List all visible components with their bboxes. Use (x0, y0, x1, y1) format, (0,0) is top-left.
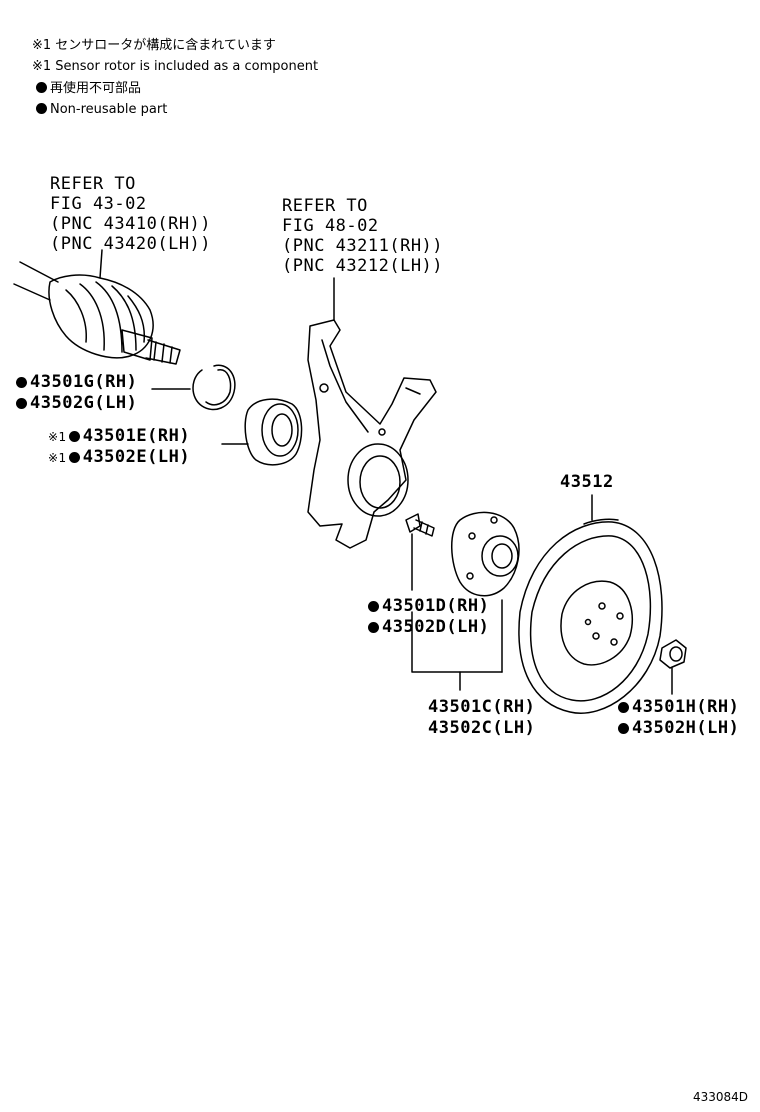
part-label-43501d[interactable]: 43501D(RH) (368, 596, 489, 616)
ref-knuckle-line: (PNC 43212(LH)) (282, 256, 444, 276)
non-reusable-bullet-icon (68, 431, 80, 442)
part-number: 43502D(LH) (382, 617, 490, 637)
note-non-reusable-jp-text: 再使用不可部品 (50, 81, 142, 96)
ref-knuckle-line: FIG 48-02 (282, 216, 379, 236)
part-number: 43501D(RH) (382, 596, 490, 616)
part-label-43502e[interactable]: ※1 43502E(LH) (48, 447, 190, 468)
part-number: 43502G(LH) (30, 393, 138, 413)
non-reusable-bullet-icon (36, 82, 47, 93)
ref-knuckle-line: REFER TO (282, 196, 368, 216)
ref-axle-line: (PNC 43420(LH)) (50, 234, 212, 254)
non-reusable-bullet-icon (368, 622, 379, 633)
sensor-rotor-mark: ※1 (48, 451, 67, 465)
part-label-43501g[interactable]: 43501G(RH) (16, 372, 137, 392)
sensor-rotor-mark: ※1 (48, 430, 67, 444)
non-reusable-bullet-icon (68, 452, 80, 463)
part-label-43512[interactable]: 43512 (560, 472, 614, 492)
non-reusable-bullet-icon (36, 103, 47, 114)
axle-hub-illustration (451, 511, 520, 673)
steering-knuckle-illustration (307, 277, 437, 549)
non-reusable-bullet-icon (368, 601, 379, 612)
disc-rotor-illustration (518, 494, 663, 714)
part-label-43501c[interactable]: 43501C(RH) (428, 697, 536, 717)
hub-bolt-illustration (405, 513, 435, 591)
ref-knuckle-label[interactable]: REFER TO FIG 48-02 (PNC 43211(RH)) (PNC … (282, 196, 443, 276)
ref-axle-label[interactable]: REFER TO FIG 43-02 (PNC 43410(RH)) (PNC … (50, 174, 211, 254)
drive-shaft-illustration (13, 249, 181, 365)
note-non-reusable-en-text: Non-reusable part (50, 102, 168, 117)
part-number: 43501G(RH) (30, 372, 138, 392)
note-non-reusable-jp: 再使用不可部品 (36, 81, 141, 97)
hub-nut-illustration (659, 639, 687, 695)
ref-axle-line: (PNC 43410(RH)) (50, 214, 212, 234)
snap-ring-illustration (151, 364, 236, 411)
note-non-reusable-en: Non-reusable part (36, 102, 167, 118)
non-reusable-bullet-icon (618, 702, 629, 713)
non-reusable-bullet-icon (618, 723, 629, 734)
non-reusable-bullet-icon (16, 398, 27, 409)
part-label-43502h[interactable]: 43502H(LH) (618, 718, 739, 738)
non-reusable-bullet-icon (16, 377, 27, 388)
part-number: 43502E(LH) (82, 447, 191, 467)
hub-bearing-illustration (221, 398, 303, 466)
part-number: 43501H(RH) (632, 697, 740, 717)
illustration-code: 433084D (692, 1090, 748, 1104)
part-label-43502d[interactable]: 43502D(LH) (368, 617, 489, 637)
part-label-43502g[interactable]: 43502G(LH) (16, 393, 137, 413)
ref-axle-line: REFER TO (50, 174, 136, 194)
note-sensor-rotor-en: ※1 Sensor rotor is included as a compone… (32, 59, 319, 74)
ref-knuckle-line: (PNC 43211(RH)) (282, 236, 444, 256)
part-label-43501e[interactable]: ※1 43501E(RH) (48, 426, 190, 447)
part-number: 43501E(RH) (82, 426, 191, 446)
ref-axle-line: FIG 43-02 (50, 194, 147, 214)
part-label-43501h[interactable]: 43501H(RH) (618, 697, 739, 717)
note-sensor-rotor-jp: ※1 センサロータが構成に含まれています (32, 38, 276, 53)
part-label-43502c[interactable]: 43502C(LH) (428, 718, 536, 738)
part-number: 43502H(LH) (632, 718, 740, 738)
